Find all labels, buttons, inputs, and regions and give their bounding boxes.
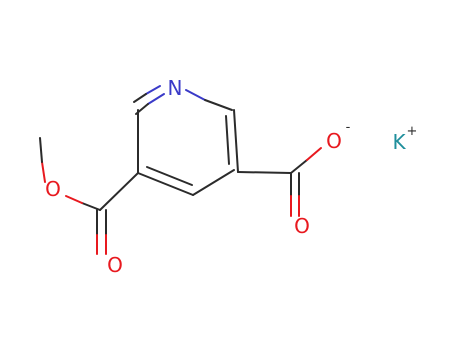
bond-c4-c5 [192, 169, 235, 196]
ester-carbonyl-oxygen-label: O [107, 253, 123, 277]
bond-c3-ester-c [99, 172, 139, 211]
bond-c5-c6 [225, 109, 239, 173]
carboxylate-carbonyl-oxygen-label: O [294, 214, 310, 238]
bond-ester-c-o-ether [65, 195, 101, 211]
potassium-label: K [392, 130, 406, 154]
bond-c3-c4 [137, 166, 194, 196]
bond-carboxyl-c-o-double [290, 172, 300, 217]
carboxylate-charge-label: - [346, 120, 351, 135]
bond-o-methyl [39, 137, 46, 183]
bond-n-c6 [185, 89, 233, 111]
carboxylate-oxygen-label: O [326, 129, 342, 153]
bond-carboxyl-c-o-minus [290, 147, 322, 174]
ester-ether-oxygen-label: O [45, 177, 61, 201]
nitrogen-label: N [168, 76, 183, 100]
bond-c5-carboxyl-c [237, 171, 292, 174]
potassium-charge-label: + [407, 124, 418, 139]
bond-ester-c-o-double [96, 209, 107, 255]
